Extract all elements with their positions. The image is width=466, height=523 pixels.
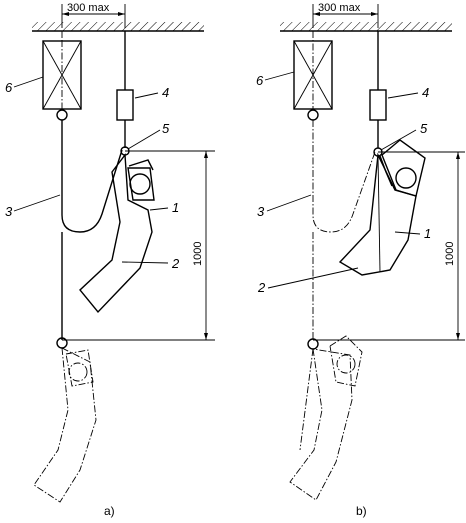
body-2-b-fold	[377, 154, 381, 273]
caption-a: a)	[104, 504, 115, 518]
ceiling-a	[32, 22, 204, 32]
label-2-a: 2	[171, 256, 180, 271]
strap-3-b	[312, 120, 376, 233]
release-box-6-b	[293, 31, 333, 121]
labels-a: 6 4 5 3 1 2	[5, 76, 180, 271]
body-2-b	[338, 152, 417, 276]
label-4-b: 4	[422, 85, 429, 100]
label-6-b: 6	[256, 73, 264, 88]
dimension-300-b: 300 max	[312, 2, 379, 28]
label-5-b: 5	[420, 121, 428, 136]
dimension-1000-b: 1000	[313, 151, 465, 341]
strap-3-a	[61, 120, 123, 233]
load-cell-4-a	[116, 31, 134, 148]
falling-body-b	[289, 335, 363, 501]
caption-b: b)	[356, 504, 367, 518]
label-4-a: 4	[162, 85, 169, 100]
panel-a: 300 max	[5, 2, 215, 518]
falling-body-a	[33, 337, 97, 503]
dimension-1000-label-a: 1000	[192, 242, 204, 266]
load-cell-4-b	[369, 31, 387, 148]
ceiling-b	[280, 22, 452, 32]
device-1-b	[379, 139, 426, 197]
device-1-a	[127, 159, 155, 201]
label-1-b: 1	[424, 226, 431, 241]
body-2-a	[79, 153, 153, 314]
label-2-b: 2	[257, 280, 266, 295]
label-6-a: 6	[5, 80, 13, 95]
release-box-6-a	[42, 31, 82, 121]
panel-b: 300 max	[256, 2, 465, 518]
dimension-1000-a: 1000	[62, 150, 215, 341]
dimension-1000-label-b: 1000	[444, 242, 456, 266]
labels-b: 6 4 5 3 1 2	[256, 71, 431, 295]
dimension-300-label-b: 300 max	[318, 2, 361, 14]
label-5-a: 5	[162, 121, 170, 136]
label-3-a: 3	[5, 204, 13, 219]
label-3-b: 3	[257, 204, 265, 219]
dimension-300-label-a: 300 max	[67, 2, 110, 14]
dimension-300-a: 300 max	[61, 2, 126, 28]
label-1-a: 1	[172, 200, 179, 215]
